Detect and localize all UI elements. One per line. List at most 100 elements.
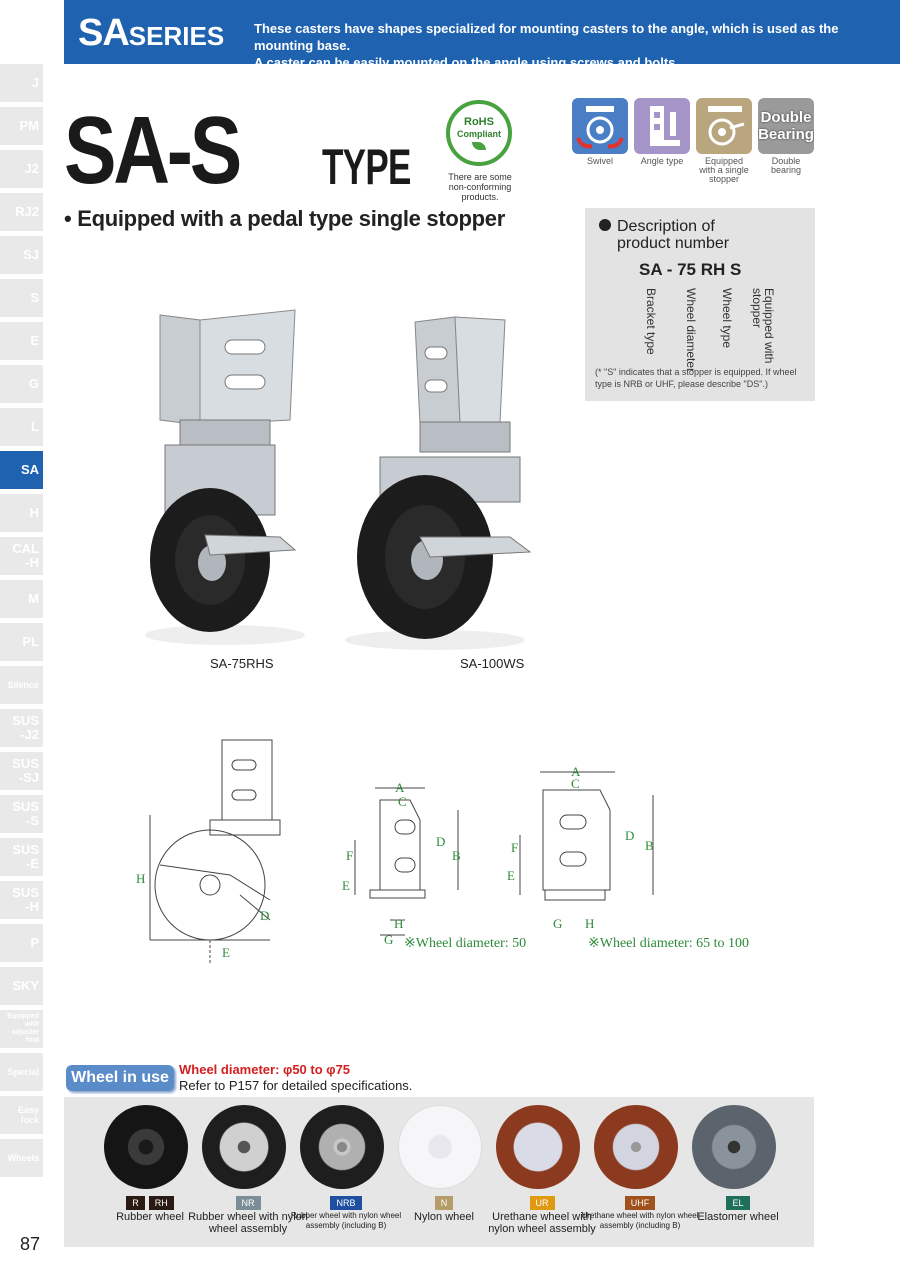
- sidebar-item-special[interactable]: Special: [0, 1053, 43, 1091]
- sidebar-item-sa[interactable]: SA: [0, 451, 43, 489]
- wheel-code: RH: [148, 1196, 174, 1210]
- sidebar-item-s[interactable]: S: [0, 279, 43, 317]
- svg-text:G: G: [384, 932, 393, 945]
- feature-swivel: Swivel: [572, 98, 628, 184]
- elastomer-wheel-image: [692, 1105, 776, 1189]
- rubber-wheel-image: [104, 1105, 188, 1189]
- sidebar-item-pm[interactable]: PM: [0, 107, 43, 145]
- series-banner: SASERIES These casters have shapes speci…: [64, 0, 900, 70]
- product-code: SA - 75 RH S: [639, 260, 742, 279]
- wheel-code: R: [126, 1196, 145, 1210]
- description-note: (* "S" indicates that a stopper is equip…: [595, 367, 797, 389]
- svg-text:H: H: [585, 916, 594, 931]
- wheel-name: Urethane wheel with nylon wheel assembly…: [581, 1211, 699, 1230]
- nylon-wheel-image: [398, 1105, 482, 1189]
- single-stopper-icon: [696, 98, 752, 154]
- svg-text:A: A: [395, 780, 405, 795]
- wheel-reference: Refer to P157 for detailed specification…: [179, 1078, 413, 1093]
- photo-caption-2: SA-100WS: [460, 656, 525, 671]
- bullet-icon: [599, 219, 611, 231]
- sidebar-item-equipped-with-adjuster-foot[interactable]: Equipped with adjuster foot: [0, 1010, 43, 1048]
- ur-wheel-image: [496, 1105, 580, 1189]
- series-description: These casters have shapes specialized fo…: [254, 21, 839, 70]
- sidebar-item-sus-h[interactable]: SUS -H: [0, 881, 43, 919]
- page-number: 87: [20, 1234, 41, 1254]
- wheel-name: Elastomer wheel: [697, 1211, 779, 1223]
- sidebar-item-l[interactable]: L: [0, 408, 43, 446]
- sidebar-item-h[interactable]: H: [0, 494, 43, 532]
- rohs-note: There are some non-conforming products.: [448, 172, 512, 202]
- wheel-options: R RH Rubber wheel NR Rubber wheel with n…: [64, 1097, 814, 1247]
- sidebar-item-sky[interactable]: SKY: [0, 967, 43, 1005]
- sidebar-item-p[interactable]: P: [0, 924, 43, 962]
- nrb-wheel-image: [300, 1105, 384, 1189]
- svg-text:B: B: [645, 838, 654, 853]
- wheel-code: NRB: [330, 1196, 362, 1210]
- dim-label-d: D: [260, 908, 269, 923]
- feature-icons: Swivel Angle type Equipped with a single…: [572, 98, 814, 184]
- caster-photo-sa-100ws: [335, 312, 550, 657]
- sidebar-item-e[interactable]: E: [0, 322, 43, 360]
- wheel-code: UR: [529, 1196, 555, 1210]
- sidebar-item-sus-e[interactable]: SUS -E: [0, 838, 43, 876]
- swivel-icon: [572, 98, 628, 154]
- wheel-name: Rubber wheel with nylon wheel assembly: [188, 1211, 308, 1235]
- wheel-name: Urethane wheel with nylon wheel assembly: [488, 1211, 596, 1235]
- sidebar-item-sus-s[interactable]: SUS -S: [0, 795, 43, 833]
- wheel-diameter-range: Wheel diameter: φ50 to φ75: [179, 1062, 351, 1077]
- feature-stopper: Equipped with a single stopper: [696, 98, 752, 184]
- wheel-name: Nylon wheel: [414, 1211, 474, 1223]
- svg-text:B: B: [452, 848, 461, 863]
- sidebar-item-sus-sj[interactable]: SUS -SJ: [0, 752, 43, 790]
- double-bearing-icon: Double Bearing: [758, 98, 814, 154]
- nr-wheel-image: [202, 1105, 286, 1189]
- svg-text:C: C: [571, 776, 580, 791]
- sidebar-item-m[interactable]: M: [0, 580, 43, 618]
- sidebar-item-sj[interactable]: SJ: [0, 236, 43, 274]
- series-name: SASERIES: [78, 12, 225, 54]
- svg-text:G: G: [553, 916, 562, 931]
- label-wheel-type: Wheel type: [720, 288, 734, 349]
- wheel-name: Rubber wheel: [116, 1211, 184, 1223]
- angle-type-icon: [634, 98, 690, 154]
- wheel-code: N: [434, 1196, 454, 1210]
- sidebar-item-rj2[interactable]: RJ2: [0, 193, 43, 231]
- wheel-name: Rubber wheel with nylon wheel assembly (…: [290, 1211, 402, 1230]
- uhf-wheel-image: [594, 1105, 678, 1189]
- drawing-note-65-100: ※Wheel diameter: 65 to 100: [588, 936, 750, 951]
- wheel-code: UHF: [624, 1196, 656, 1210]
- wheel-code: NR: [235, 1196, 261, 1210]
- sidebar-item-pl[interactable]: PL: [0, 623, 43, 661]
- sidebar-item-j[interactable]: J: [0, 64, 43, 102]
- feature-angle: Angle type: [634, 98, 690, 184]
- product-number-description: Description of product number SA - 75 RH…: [585, 208, 815, 401]
- sidebar-item-sus-j2[interactable]: SUS -J2: [0, 709, 43, 747]
- photo-caption-1: SA-75RHS: [210, 656, 274, 671]
- side-view-drawing: H D E: [136, 739, 281, 963]
- svg-text:D: D: [625, 828, 634, 843]
- bracket-drawing-65-100: A C D B E F G H: [507, 764, 654, 931]
- dim-label-e: E: [222, 945, 230, 960]
- caster-photo-sa-75rhs: [130, 305, 320, 655]
- dim-label-h: H: [136, 871, 145, 886]
- wheel-in-use-badge: Wheel in use: [66, 1065, 174, 1091]
- sidebar-item-j2[interactable]: J2: [0, 150, 43, 188]
- sidebar-item-wheels[interactable]: Wheels: [0, 1139, 43, 1177]
- svg-text:H: H: [394, 916, 403, 931]
- label-stopper: Equipped with stopper: [750, 288, 776, 364]
- feature-double-bearing: Double Bearing Double bearing: [758, 98, 814, 184]
- sidebar-item-cal-h[interactable]: CAL -H: [0, 537, 43, 575]
- svg-text:E: E: [507, 868, 515, 883]
- bracket-drawing-50: A C D B E F H G: [342, 780, 461, 945]
- svg-text:D: D: [436, 834, 445, 849]
- sidebar-item-g[interactable]: G: [0, 365, 43, 403]
- drawing-note-50: ※Wheel diameter: 50: [404, 936, 527, 951]
- svg-text:F: F: [511, 840, 518, 855]
- rohs-badge: RoHS Compliant: [446, 100, 512, 166]
- svg-text:F: F: [346, 848, 353, 863]
- sidebar-item-silence[interactable]: Silence: [0, 666, 43, 704]
- sidebar-item-easy-lock[interactable]: Easy lock: [0, 1096, 43, 1134]
- svg-text:E: E: [342, 878, 350, 893]
- svg-text:C: C: [398, 794, 407, 809]
